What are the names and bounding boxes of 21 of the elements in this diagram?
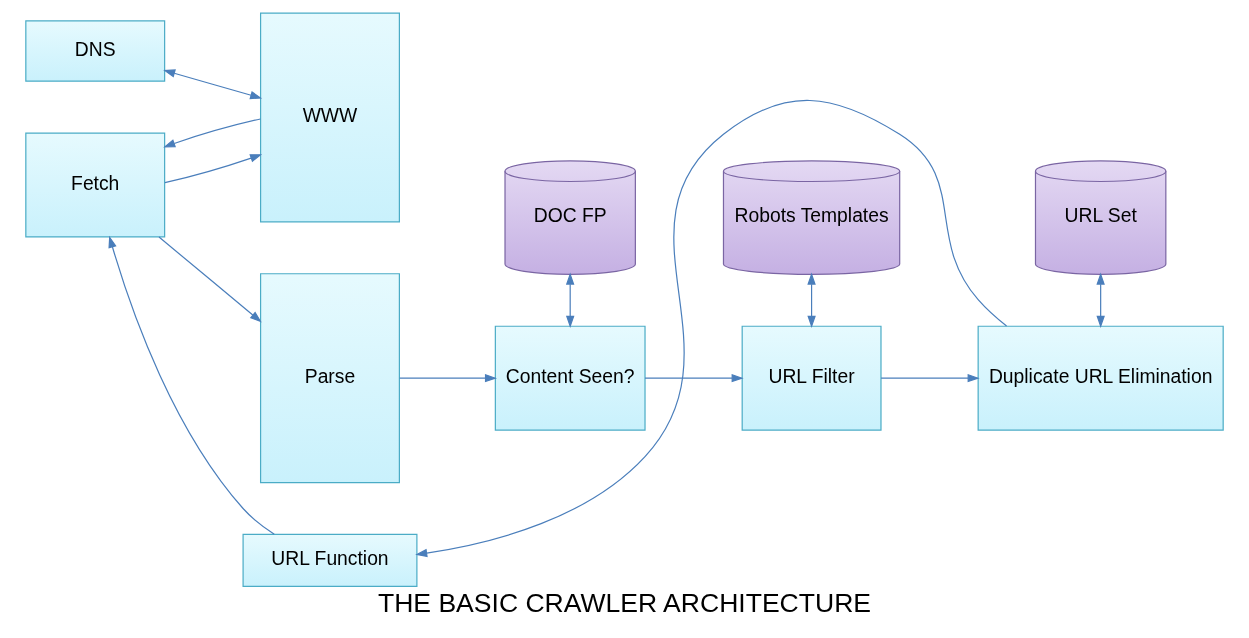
arrow [1096,272,1105,328]
arrow [158,236,262,323]
arrow [880,373,980,383]
arrow [644,373,744,383]
node-box: DNS [25,20,166,82]
arrow [163,118,262,148]
arrow [565,272,575,328]
node-box: Fetch [25,132,166,238]
arrow [163,69,263,100]
node-box: Content Seen? [494,325,646,431]
arrow [415,99,1008,558]
node-box: WWW [260,12,400,223]
arrow [399,373,498,383]
caption: THE BASIC CRAWLER ARCHITECTURE [377,588,872,619]
arrow [164,154,263,184]
node-box: Parse [260,273,400,484]
node-box: URL Filter [741,325,882,431]
node-box: Duplicate URL Elimination [977,325,1224,431]
arrow [108,235,275,535]
node-box: URL Function [242,533,418,587]
arrow [807,272,816,328]
